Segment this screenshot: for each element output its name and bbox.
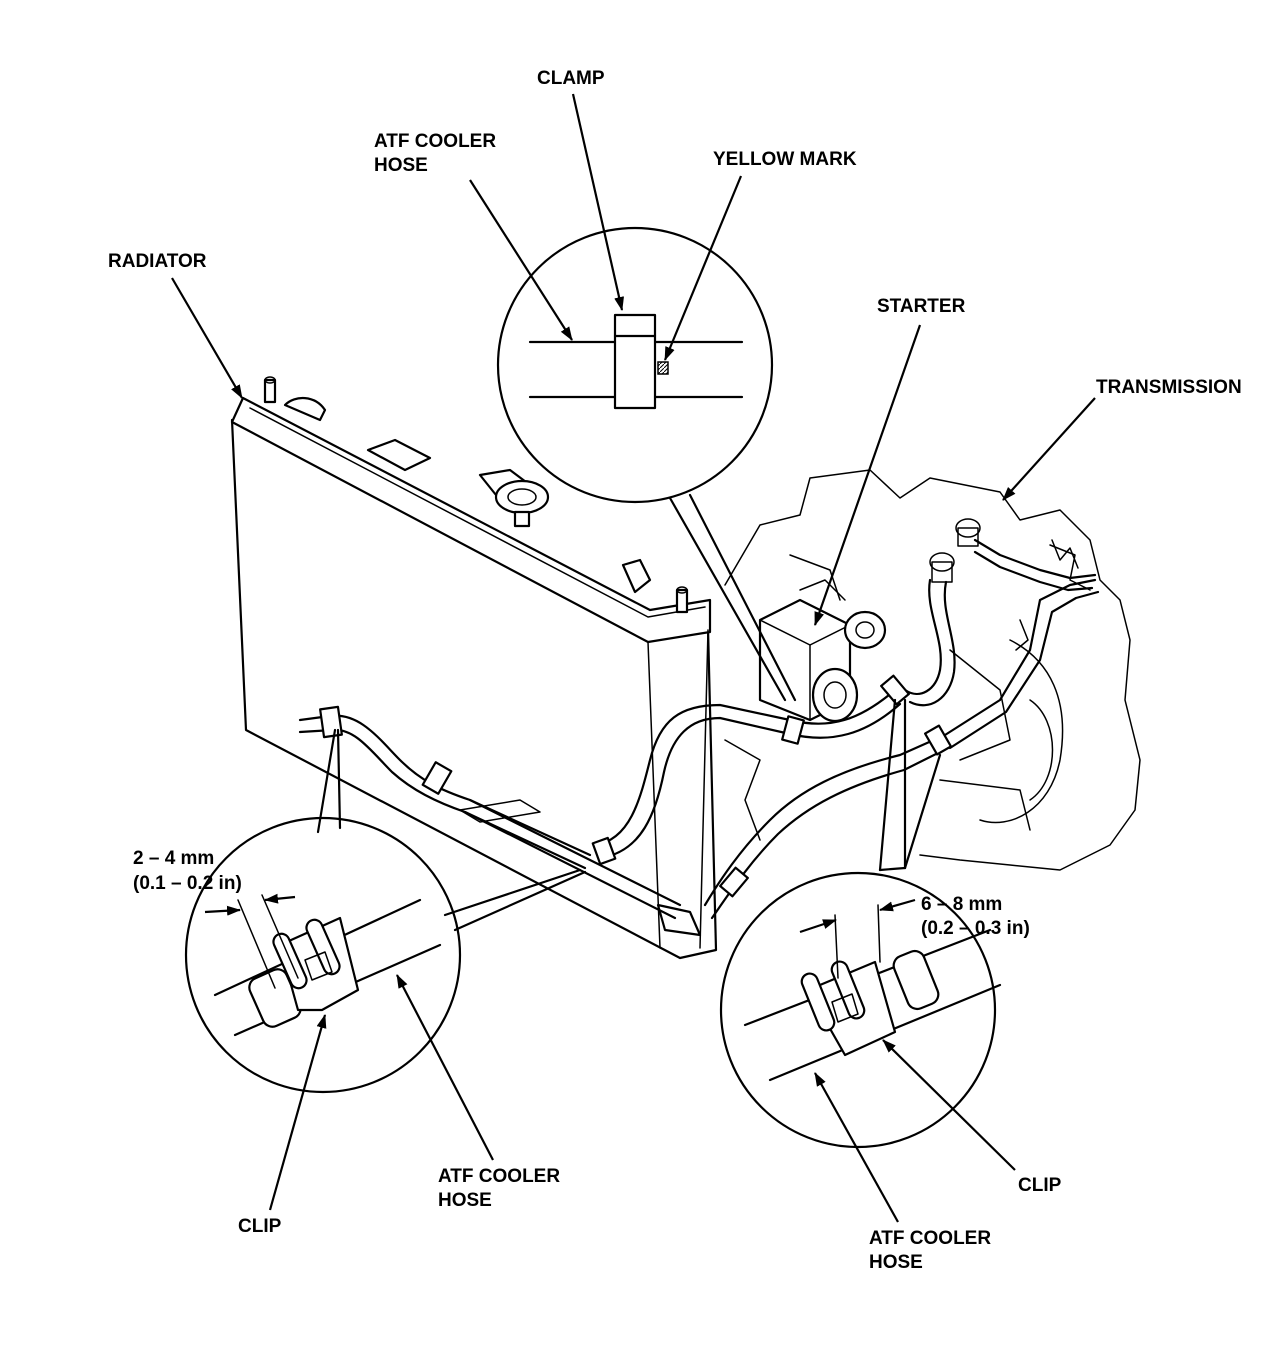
atf-hose-left-arrow [396,974,494,1161]
label-atf-hose-left-line1: ATF COOLER [438,1166,560,1187]
transmission-outline [724,469,1141,871]
label-atf-hose-left-line2: HOSE [438,1190,492,1211]
left-clip-detail-callout [184,728,587,1094]
starter-motor [758,554,887,723]
radiator [230,376,718,960]
label-dim-right-line1: 6 – 8 mm [921,894,1002,915]
label-arrows [171,93,1096,1223]
atf-cooler-hoses [298,578,1100,920]
label-radiator: RADIATOR [108,251,207,272]
label-transmission: TRANSMISSION [1096,377,1242,398]
label-yellow-mark: YELLOW MARK [713,149,857,170]
label-atf-hose-right-line2: HOSE [869,1252,923,1273]
right-dimension-mark [799,898,916,979]
starter-arrow [813,324,922,626]
atf-hose-right-arrow [814,1072,899,1223]
label-dim-left-line1: 2 – 4 mm [133,848,214,869]
text-labels: CLAMP ATF COOLER HOSE YELLOW MARK RADIAT… [108,68,1242,1273]
transmission-arrow [1002,397,1096,501]
label-clamp: CLAMP [537,68,605,89]
label-dim-left-line2: (0.1 – 0.2 in) [133,873,242,894]
label-clip-right: CLIP [1018,1175,1062,1196]
clip-right-arrow [882,1039,1016,1171]
label-atf-hose-right-line1: ATF COOLER [869,1228,991,1249]
left-dimension-mark [204,893,299,989]
yellow-mark-arrow [663,175,743,361]
right-clip-detail-callout [719,698,1002,1149]
label-dim-right-line2: (0.2 – 0.3 in) [921,918,1030,939]
label-clip-left: CLIP [238,1216,282,1237]
clamp-arrow [571,93,625,311]
clamp-detail-callout [496,226,797,702]
atf-hose-top-arrow [469,179,573,341]
label-atf-hose-top-line1: ATF COOLER [374,131,496,152]
label-starter: STARTER [877,296,966,317]
clip-left-arrow [268,1014,327,1211]
radiator-arrow [171,277,243,399]
label-atf-hose-top-line2: HOSE [374,155,428,176]
